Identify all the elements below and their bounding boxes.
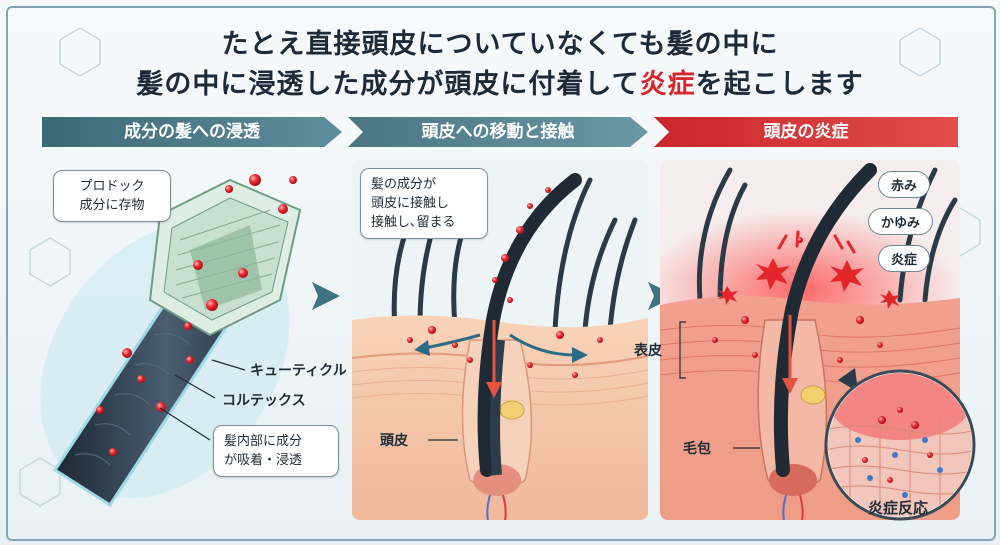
banner-penetration: 成分の髪への浸透 [42, 117, 342, 147]
symptom-redness: 赤み [878, 171, 931, 198]
symptom-itch: かゆみ [868, 208, 934, 235]
hair-shaft-illustration [40, 174, 302, 508]
banner-transfer: 頭皮への移動と接触 [348, 117, 648, 147]
banner-inflammation: 頭皮の炎症 [654, 117, 958, 147]
label-inflammatory-reaction: 炎症反応 [868, 499, 929, 517]
frame-border [6, 6, 996, 541]
label-cortex: コルテックス [222, 393, 306, 409]
label-epidermis: 表皮 [634, 343, 662, 359]
title-line-2: 髪の中に浸透した成分が頭皮に付着して炎症を起こします [0, 62, 1000, 101]
label-follicle: 毛包 [683, 441, 711, 457]
label-scalp: 頭皮 [380, 433, 408, 449]
title-line-2-pre: 髪の中に浸透した成分が頭皮に付着して [136, 69, 640, 100]
inflammation-zoom-circle [824, 368, 976, 521]
title-highlight: 炎症 [639, 69, 696, 100]
label-cuticle: キューティクル [250, 363, 347, 379]
flow-arrow-1 [312, 282, 340, 310]
callout-absorption: 髪内部に成分 が吸着・浸透 [213, 425, 339, 477]
callout-product-residue: プロドック 成分に存物 [53, 170, 171, 222]
title-line-1: たとえ直接頭皮についていなくても髪の中に [221, 29, 779, 60]
callout-scalp-contact: 髪の成分が 頭皮に接触し 接触し､留まる [360, 168, 488, 239]
symptom-inflammation: 炎症 [878, 245, 931, 272]
title-line-2-post: を起こします [695, 69, 864, 100]
